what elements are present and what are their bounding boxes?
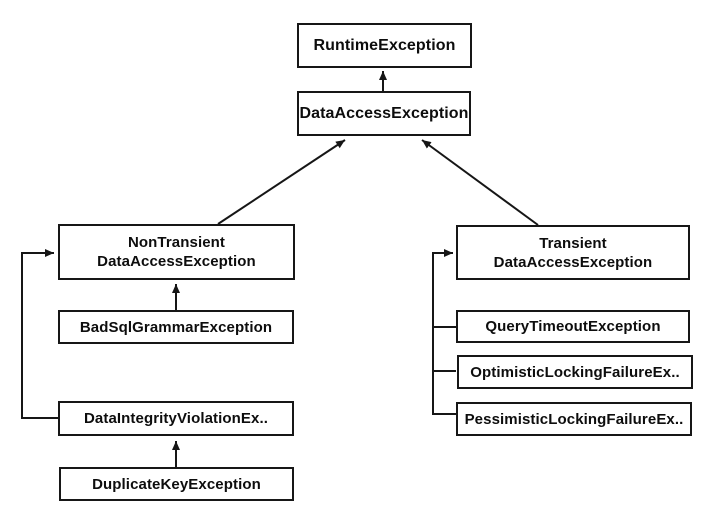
- arrow-dataintegrity-to-nontransient: [21, 249, 58, 419]
- node-duplicate-key-exception: DuplicateKeyException: [59, 467, 294, 501]
- node-optimistic-locking-failure-exception: OptimisticLockingFailureEx..: [457, 355, 693, 389]
- arrow-transient-to-dae: [421, 139, 539, 226]
- node-pessimistic-locking-failure-exception: PessimisticLockingFailureEx..: [456, 402, 692, 436]
- arrow-nontransient-to-dae: [217, 139, 346, 225]
- arrow-right-bracket-to-transient: [432, 249, 456, 415]
- node-runtime-exception: RuntimeException: [297, 23, 472, 68]
- node-data-access-exception: DataAccessException: [297, 91, 471, 136]
- node-data-integrity-violation-exception: DataIntegrityViolationEx..: [58, 401, 294, 436]
- node-transient-data-access-exception: Transient DataAccessException: [456, 225, 690, 280]
- node-bad-sql-grammar-exception: BadSqlGrammarException: [58, 310, 294, 344]
- node-non-transient-data-access-exception: NonTransient DataAccessException: [58, 224, 295, 280]
- node-query-timeout-exception: QueryTimeoutException: [456, 310, 690, 343]
